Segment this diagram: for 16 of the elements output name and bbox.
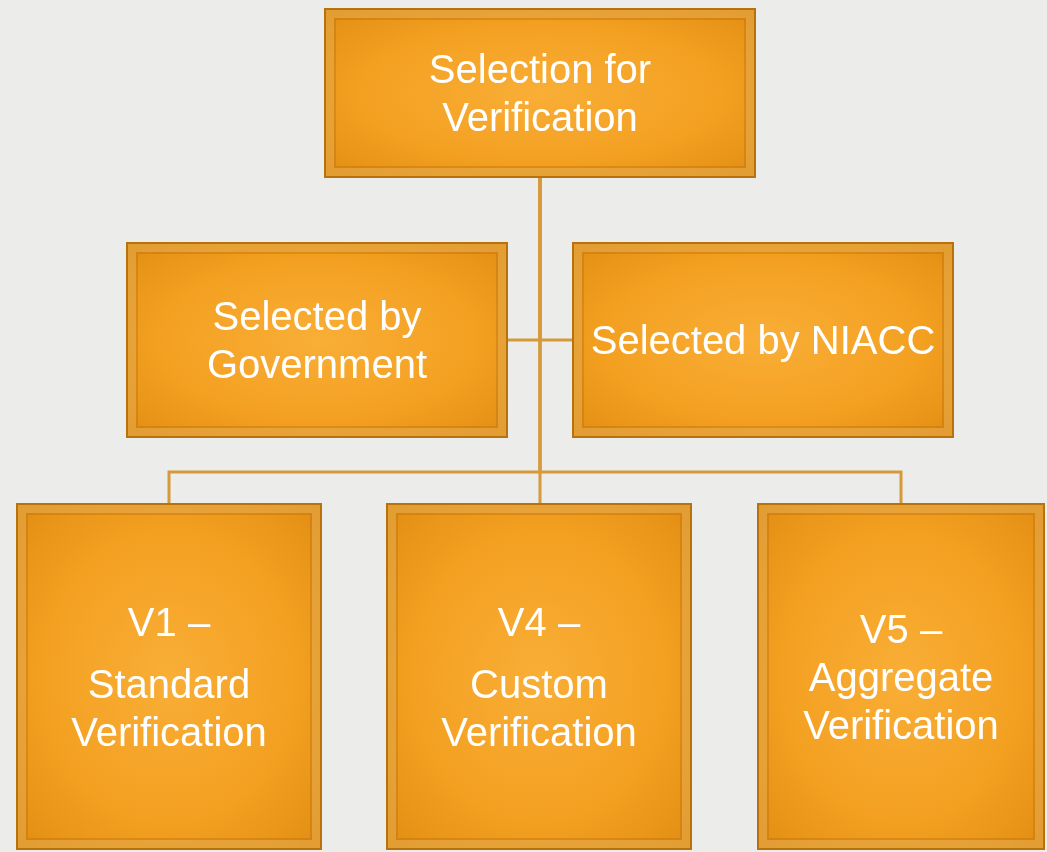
node-label: Aggregate Verification — [802, 653, 1000, 749]
node-label: Selected by NIACC — [590, 317, 936, 364]
process-box — [324, 8, 756, 178]
node-label: V1 – — [127, 598, 211, 646]
connector-line — [538, 178, 903, 503]
node-label: Custom Verification — [440, 660, 638, 756]
process-box — [126, 242, 508, 438]
node-label: Selection for Verification — [427, 46, 653, 141]
process-box — [16, 503, 322, 850]
node-label: Selected by Government — [205, 293, 429, 388]
process-box — [572, 242, 954, 438]
process-box — [757, 503, 1045, 850]
node-label: Standard Verification — [70, 660, 268, 756]
node-label: V4 – — [497, 598, 581, 646]
process-box — [386, 503, 692, 850]
node-label: V5 – — [859, 605, 943, 653]
